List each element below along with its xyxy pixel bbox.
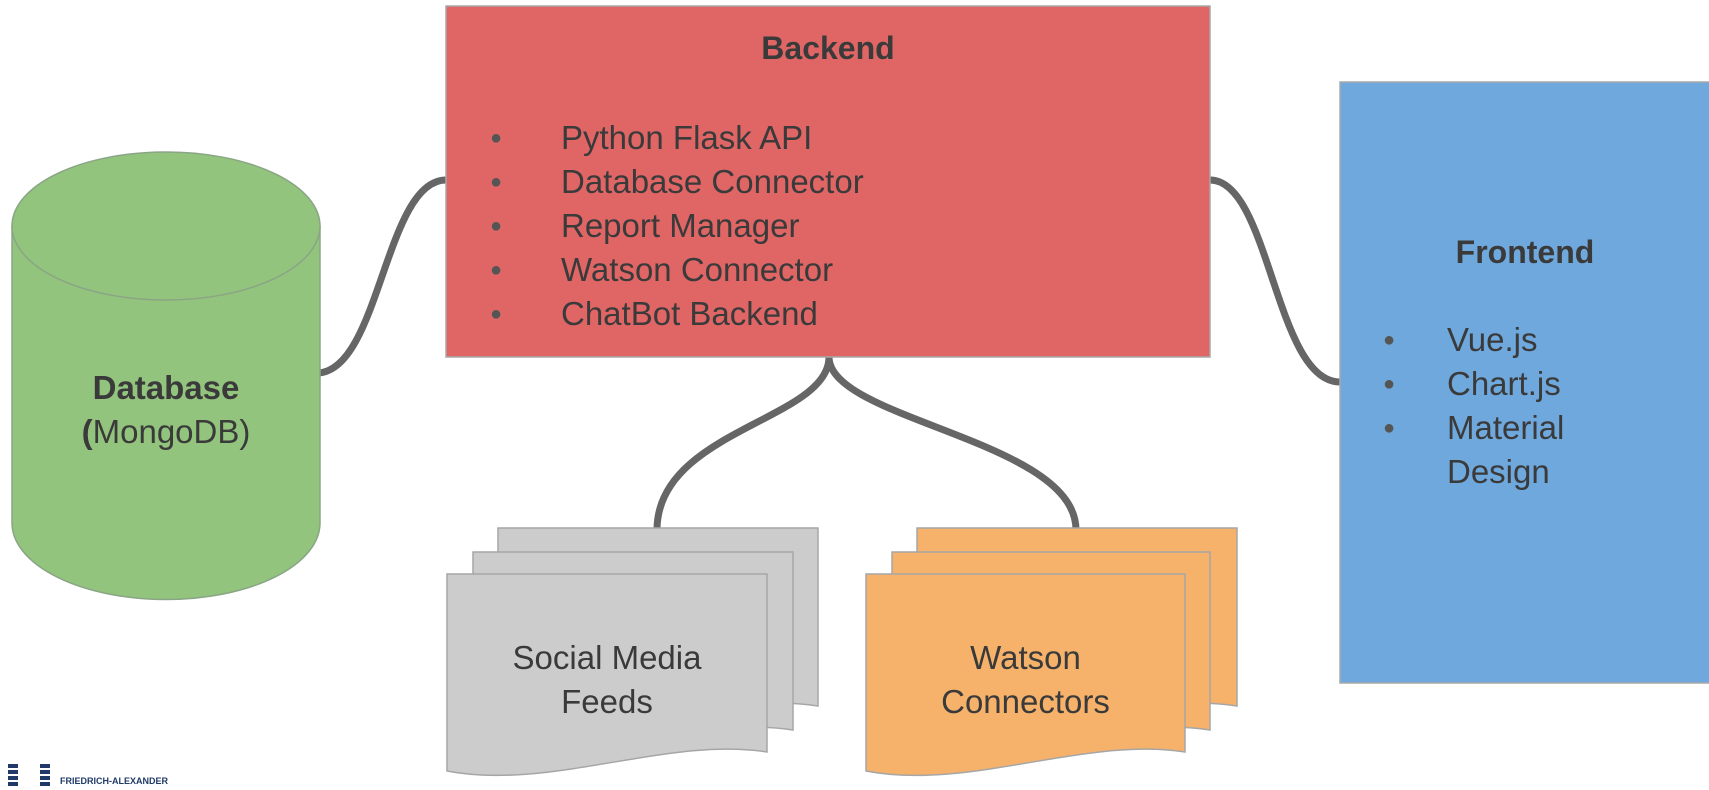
backend-title: Backend (761, 30, 895, 66)
connector-database-backend (314, 176, 450, 377)
backend-item: Report Manager (446, 204, 1206, 248)
watson-documents (865, 527, 1238, 777)
frontend-item: Chart.js (1340, 362, 1680, 406)
database-subtitle: (MongoDB) (81, 413, 251, 450)
watson-line1: Watson (970, 639, 1081, 676)
backend-item: Watson Connector (446, 248, 1206, 292)
social-media-documents (446, 527, 819, 777)
database-label: Database (MongoDB) (12, 366, 320, 454)
frontend-item-continuation: Design (1447, 453, 1550, 490)
connector-backend-watson (825, 353, 1080, 534)
logo-text: FRIEDRICH-ALEXANDER (60, 776, 168, 786)
frontend-item: Material (1340, 406, 1680, 450)
database-title: Database (92, 369, 240, 406)
backend-item: Python Flask API (446, 116, 1206, 160)
frontend-title: Frontend (1455, 234, 1595, 270)
connector-backend-social (653, 353, 833, 534)
frontend-item: Vue.js (1340, 318, 1680, 362)
backend-item: ChatBot Backend (446, 292, 1206, 336)
watson-label: Watson Connectors (866, 636, 1185, 724)
social-media-line2: Feeds (561, 683, 653, 720)
watson-line2: Connectors (941, 683, 1110, 720)
social-media-line1: Social Media (512, 639, 702, 676)
backend-list: Python Flask API Database Connector Repo… (446, 116, 1206, 336)
backend-item: Database Connector (446, 160, 1206, 204)
connector-backend-frontend (1206, 176, 1344, 386)
university-logo-icon (8, 764, 50, 786)
social-media-label: Social Media Feeds (447, 636, 767, 724)
frontend-list: Vue.js Chart.js Material Design (1340, 318, 1680, 494)
database-cylinder (11, 151, 321, 601)
